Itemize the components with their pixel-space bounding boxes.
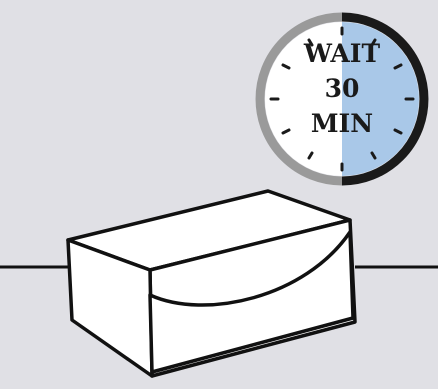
timer-label-wait: WAIT (303, 39, 381, 68)
timer-label-number: 30 (325, 74, 360, 103)
timer-ring-gray (255, 12, 343, 186)
stopwatch-icon: WAIT 30 MIN (255, 12, 429, 186)
timer-elapsed-fill (342, 22, 419, 176)
soap-bar-icon (66, 189, 357, 378)
timer-ticks (269, 26, 415, 172)
timer-label-unit: MIN (311, 109, 373, 138)
timer-ring-dark (341, 12, 429, 186)
